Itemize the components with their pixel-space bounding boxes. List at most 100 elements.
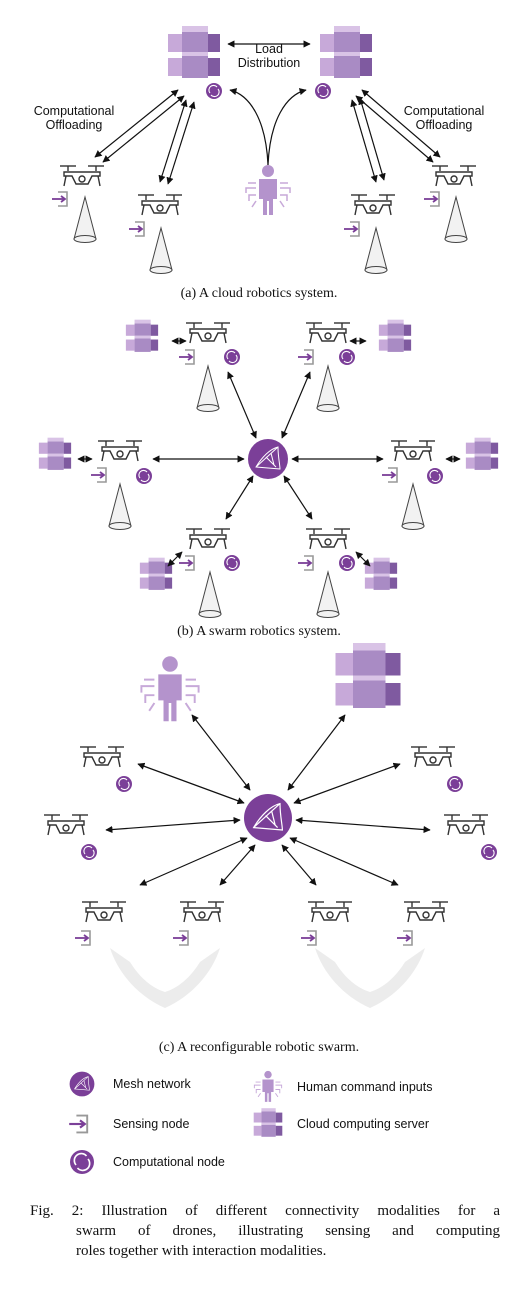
- drone-icon: [59, 165, 105, 187]
- sensing-cone: [108, 483, 132, 530]
- offload-label-line: Offloading: [415, 118, 473, 132]
- panel-a-caption: (a) A cloud robotics system.: [180, 286, 338, 301]
- sensing-cone: [316, 571, 340, 618]
- panel-b: [38, 319, 499, 618]
- drone-icon: [179, 901, 225, 923]
- drone-icon: [97, 440, 143, 462]
- drone-icon: [81, 901, 127, 923]
- offload-label-line: Computational: [403, 104, 485, 118]
- mesh-network-icon: [247, 438, 289, 480]
- local-link-arrow: [167, 551, 183, 567]
- computational-node-icon: [338, 554, 356, 572]
- local-link-arrow: [355, 551, 371, 567]
- sensing-node-icon: [396, 930, 413, 946]
- figure-caption-line: Fig. 2: Illustration of different connec…: [30, 1203, 500, 1219]
- drone-icon: [185, 322, 231, 344]
- cloud-server-icon: [168, 26, 220, 78]
- sensing-cone: [316, 365, 340, 412]
- legend-sensing-label: Sensing node: [113, 1117, 190, 1131]
- computational-node-icon: [135, 467, 153, 485]
- mesh-link-arrow: [289, 837, 399, 886]
- sensing-node-icon: [343, 221, 360, 237]
- mesh-link-arrow: [287, 714, 346, 791]
- human-command-icon: [245, 164, 291, 216]
- computational-node-icon: [314, 82, 332, 100]
- human-command-icon: [140, 655, 200, 723]
- mesh-link-arrow: [281, 371, 311, 439]
- sensing-node-icon: [74, 930, 91, 946]
- human-command-icon: [253, 1070, 283, 1103]
- sensing-cone: [364, 227, 388, 274]
- offload-arrow: [166, 101, 196, 185]
- figure-caption: Fig. 2: Illustration of different connec…: [30, 1201, 500, 1261]
- panel-a: [51, 26, 477, 274]
- computational-node-icon: [426, 467, 444, 485]
- legend-cloud-label: Cloud computing server: [297, 1117, 430, 1131]
- cloud-server-icon: [465, 437, 499, 470]
- sensing-cone: [198, 571, 222, 618]
- sensing-cone: [73, 196, 97, 243]
- offload-right-label: Computational Offloading: [384, 104, 504, 132]
- mesh-link-arrow: [105, 816, 241, 834]
- mesh-link-arrow: [227, 371, 257, 439]
- drone-icon: [431, 165, 477, 187]
- sensing-node-icon: [51, 191, 68, 207]
- drone-icon: [410, 746, 456, 768]
- sensing-node-icon: [423, 191, 440, 207]
- mesh-link-arrow: [293, 762, 401, 805]
- sensing-node-icon: [128, 221, 145, 237]
- panel-c: [43, 643, 498, 1008]
- legend-human-label: Human command inputs: [297, 1080, 433, 1094]
- drone-icon: [307, 901, 353, 923]
- figure-caption-line: swarm of drones, illustrating sensing an…: [76, 1223, 500, 1239]
- mesh-network-icon: [69, 1071, 95, 1097]
- drone-icon: [79, 746, 125, 768]
- panel-b-caption: (b) A swarm robotics system.: [177, 624, 341, 639]
- drone-icon: [137, 194, 183, 216]
- human-to-server-arrow: [229, 88, 269, 166]
- computational-node-icon: [115, 775, 133, 793]
- sensing-cone: [196, 365, 220, 412]
- computational-node-icon: [480, 843, 498, 861]
- computational-node-icon: [338, 348, 356, 366]
- cloud-server-icon: [335, 643, 401, 708]
- cloud-server-icon: [125, 319, 159, 352]
- mesh-link-arrow: [139, 837, 248, 886]
- sensing-coverage-shape: [110, 948, 220, 1008]
- drone-icon: [390, 440, 436, 462]
- human-to-server-arrow: [267, 88, 307, 166]
- mesh-link-arrow: [283, 475, 313, 520]
- sensing-node-icon: [297, 555, 314, 571]
- mesh-network-icon: [243, 793, 293, 843]
- mesh-link-arrow: [225, 475, 254, 520]
- computational-node-icon: [223, 554, 241, 572]
- drone-icon: [350, 194, 396, 216]
- cloud-server-icon: [253, 1108, 283, 1137]
- mesh-link-arrow: [219, 844, 256, 886]
- legend-mesh-label: Mesh network: [113, 1077, 191, 1091]
- mesh-link-arrow: [295, 816, 431, 834]
- computational-node-icon: [205, 82, 223, 100]
- offload-left-label: Computational Offloading: [14, 104, 134, 132]
- computational-node-icon: [223, 348, 241, 366]
- mesh-link-arrow: [281, 844, 317, 886]
- sensing-node-icon: [68, 1114, 89, 1134]
- sensing-node-icon: [381, 467, 398, 483]
- drone-icon: [403, 901, 449, 923]
- offload-label-line: Computational: [33, 104, 115, 118]
- sensing-cone: [149, 227, 173, 274]
- sensing-node-icon: [178, 349, 195, 365]
- figure-caption-line: roles together with interaction modaliti…: [76, 1243, 327, 1259]
- sensing-node-icon: [178, 555, 195, 571]
- sensing-cone: [401, 483, 425, 530]
- sensing-coverage-shape: [315, 948, 425, 1008]
- load-label-line: Load: [255, 42, 283, 56]
- load-label-line: Distribution: [237, 56, 301, 70]
- sensing-node-icon: [300, 930, 317, 946]
- offload-arrow: [355, 95, 434, 163]
- drone-icon: [305, 322, 351, 344]
- drone-icon: [185, 528, 231, 550]
- computational-node-icon: [446, 775, 464, 793]
- sensing-node-icon: [90, 467, 107, 483]
